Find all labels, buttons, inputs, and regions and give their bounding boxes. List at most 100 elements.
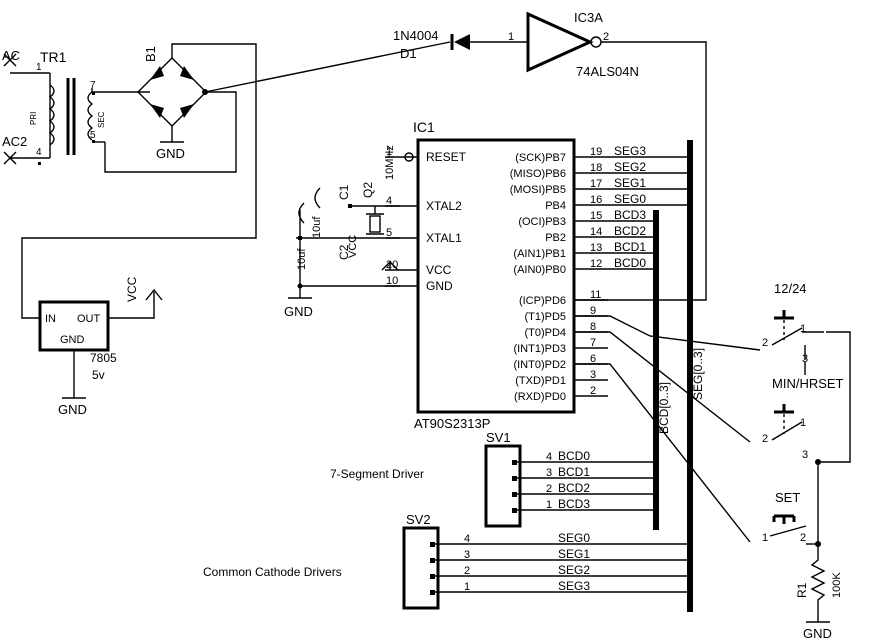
- c2-val: 10uf: [296, 248, 308, 270]
- ic1-right-pin-number: 3: [590, 369, 596, 381]
- ic1-left-pin-name: GND: [426, 279, 453, 293]
- ic1-part-label: AT90S2313P: [414, 416, 490, 431]
- reg-gnd-text: GND: [58, 402, 87, 417]
- bridge-to-regulator-wire: [21, 43, 257, 319]
- sw-set-blade: [769, 525, 807, 537]
- tr-sec-wire-bottom: [104, 91, 237, 173]
- switch-wiring: [575, 315, 851, 547]
- ic1-left-pin-name: VCC: [426, 263, 452, 277]
- sv1-desc: 7-Segment Driver: [330, 467, 424, 481]
- ic3a-pin2: 2: [603, 31, 609, 43]
- reg-out-wire: [108, 292, 155, 319]
- sv2-label: SV2: [406, 512, 431, 527]
- bridge-rectifier-b1: B1 GND: [21, 41, 451, 319]
- ic1-right-pin-net: BCD3: [614, 208, 646, 222]
- ic1-right-pin-net: BCD0: [614, 256, 646, 270]
- c1-val: 10uf: [311, 216, 323, 238]
- resistor-r1: GND R1 100K: [795, 545, 843, 641]
- sw-1224-label: 12/24: [774, 281, 807, 296]
- seg-bus-label: SEG[0..3]: [691, 348, 705, 400]
- sv1-pins-net: BCD3: [558, 497, 590, 511]
- ic1-left-pin-number: 4: [386, 195, 392, 207]
- sv2-pins-number: 3: [464, 549, 470, 561]
- bridge-to-diode-wire: [204, 41, 451, 93]
- ic1-right-pin-net: SEG0: [614, 192, 646, 206]
- q2-label: Q2: [361, 182, 375, 198]
- vcc-cap-label: VCC: [347, 235, 359, 258]
- ic1-right-pin-name: (TXD)PD1: [515, 375, 566, 387]
- sw-set-pin2: 2: [800, 532, 806, 544]
- reg-gnd-label: GND: [60, 334, 85, 346]
- pd4-wire: [575, 331, 751, 443]
- ic1-right-pin-name: (T0)PD4: [524, 327, 566, 339]
- sv2-pins-number: 4: [464, 533, 470, 545]
- sw-minhr-blade: [771, 421, 803, 441]
- pd5-wire: [575, 315, 761, 351]
- tr-pin7: 7: [90, 80, 96, 91]
- regulator-7805: IN OUT GND 7805 5v VCC GND: [38, 276, 163, 417]
- transformer-tr1: TR1 AC AC2 1 4 PRI 7 5 SEC: [2, 48, 237, 173]
- sv2-desc: Common Cathode Drivers: [203, 565, 342, 579]
- sw-minhr-pin1: 1: [800, 417, 806, 429]
- sv2-pins-contact: [430, 574, 435, 579]
- ac-label: AC: [2, 48, 20, 63]
- bridge-diode-br: [180, 104, 194, 118]
- ic1-right-pin-name: PB2: [545, 232, 566, 244]
- bridge-diode-bl: [150, 104, 164, 118]
- ic1-left-pin-number: 1: [386, 146, 392, 158]
- c1-plate: [314, 187, 321, 209]
- r1-zigzag: [810, 545, 826, 622]
- c1-label: C1: [337, 184, 351, 200]
- tr-pin4: 4: [36, 147, 42, 158]
- sv1-pins-number: 3: [546, 467, 552, 479]
- q2-val: 10MHz: [384, 145, 396, 180]
- buses: SEG[0..3] BCD[0..3]: [653, 140, 705, 612]
- ic3a-pin1: 1: [508, 31, 514, 43]
- vcc-arrow: [145, 288, 163, 301]
- ic1-right-pin-number: 7: [590, 337, 596, 349]
- sv1-pins-net: BCD1: [558, 465, 590, 479]
- reg-vcc-label: VCC: [125, 276, 139, 302]
- crystal-body: [369, 215, 381, 233]
- sv1-pins-contact: [512, 460, 517, 465]
- sv2-pins-net: SEG0: [558, 531, 590, 545]
- sv1-pins-contact: [512, 492, 517, 497]
- ic3a-part-label: 74ALS04N: [576, 64, 639, 79]
- sw-minhr-label: MIN/HRSET: [772, 376, 844, 391]
- ic1-right-pin-name: (MOSI)PB5: [510, 184, 566, 196]
- ic1-left-pin-number: 10: [386, 275, 398, 287]
- sv1-label: SV1: [486, 430, 511, 445]
- ic1-right-pin-name: (RXD)PD0: [514, 391, 566, 403]
- ic1-right-pin-name: (AIN1)PB1: [513, 248, 566, 260]
- r1-gnd-label: GND: [803, 626, 832, 641]
- ic1-right-pin-number: 11: [590, 289, 601, 301]
- reg-in-label: IN: [45, 313, 56, 325]
- sv1-pins-contact: [512, 476, 517, 481]
- reg-out-label: OUT: [77, 313, 101, 325]
- sw-set-pin1: 1: [762, 532, 768, 544]
- switch-minhrset: MIN/HRSET 2 1 3: [762, 376, 844, 461]
- sv2-pins-net: SEG2: [558, 563, 590, 577]
- tr-dot-sec: [92, 92, 95, 95]
- sv1-pins-net: BCD0: [558, 449, 590, 463]
- ic1-right-pin-net: SEG1: [614, 176, 646, 190]
- ic1-right-pin-number: 6: [590, 353, 596, 365]
- reg-volt-label: 5v: [92, 368, 105, 382]
- ic1-right-pin-net: BCD2: [614, 224, 646, 238]
- sv2-pins-net: SEG1: [558, 547, 590, 561]
- ic1-right-pin-name: (ICP)PD6: [519, 295, 566, 307]
- ic1-right-pin-name: (AIN0)PB0: [513, 264, 566, 276]
- ic1-right-pin-name: PB4: [545, 200, 566, 212]
- ic1-right-pin-number: 12: [590, 258, 602, 270]
- ic1-right-pin-number: 14: [590, 226, 602, 238]
- ic1-right-pin-number: 18: [590, 162, 602, 174]
- sw-minhr-pin3: 3: [802, 449, 808, 461]
- sv2-pins-net: SEG3: [558, 579, 590, 593]
- tr-pin1: 1: [36, 62, 42, 73]
- ic1-right-pin-number: 13: [590, 242, 602, 254]
